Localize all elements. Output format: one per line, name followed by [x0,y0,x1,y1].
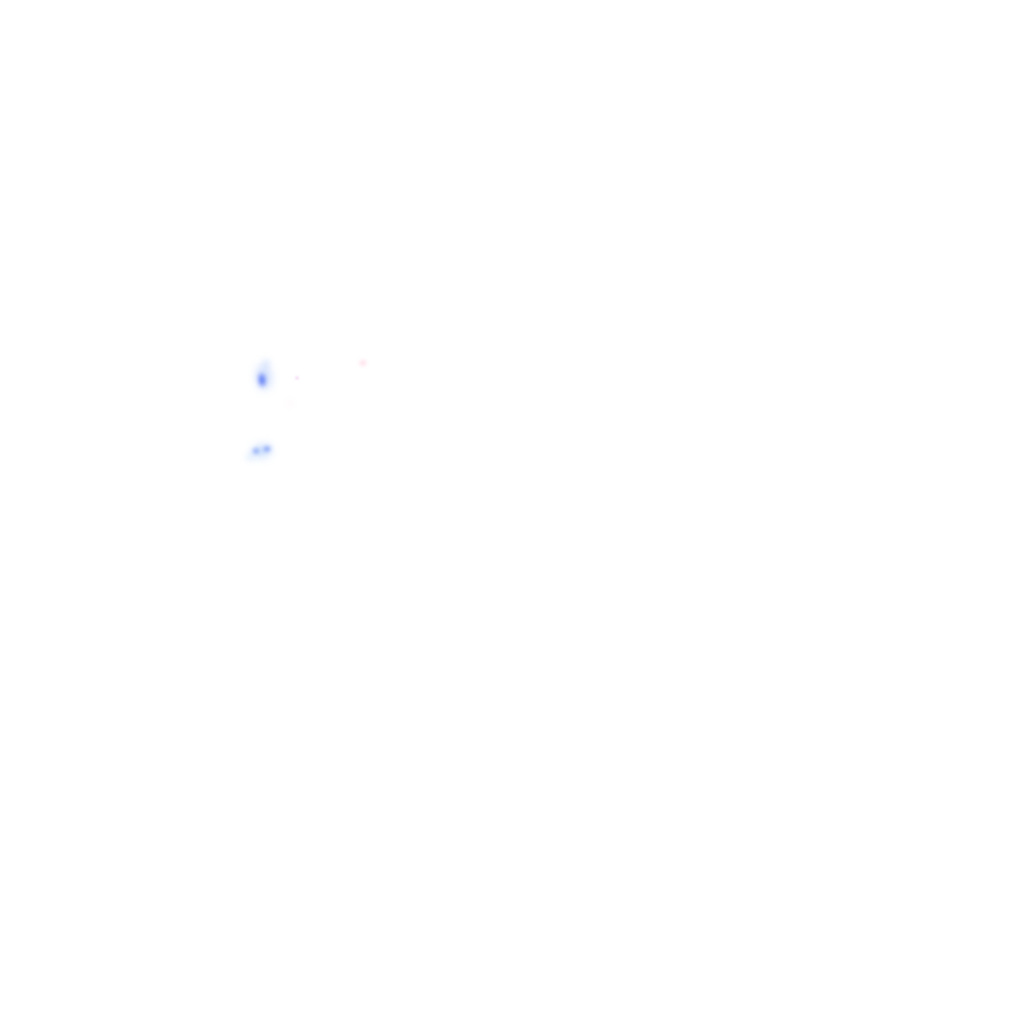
blue-crescent-core [255,368,269,391]
pink-dot [358,359,368,367]
blue-smudge-halo [243,437,281,466]
pink-speck [294,375,300,381]
blue-smudge-tail [242,450,259,464]
blue-crescent-halo [249,355,279,399]
blue-smudge-core-right [260,444,273,454]
pink-wisp [285,399,295,407]
blue-crescent-tip [260,354,273,374]
blue-smudge-core-left [250,446,261,456]
